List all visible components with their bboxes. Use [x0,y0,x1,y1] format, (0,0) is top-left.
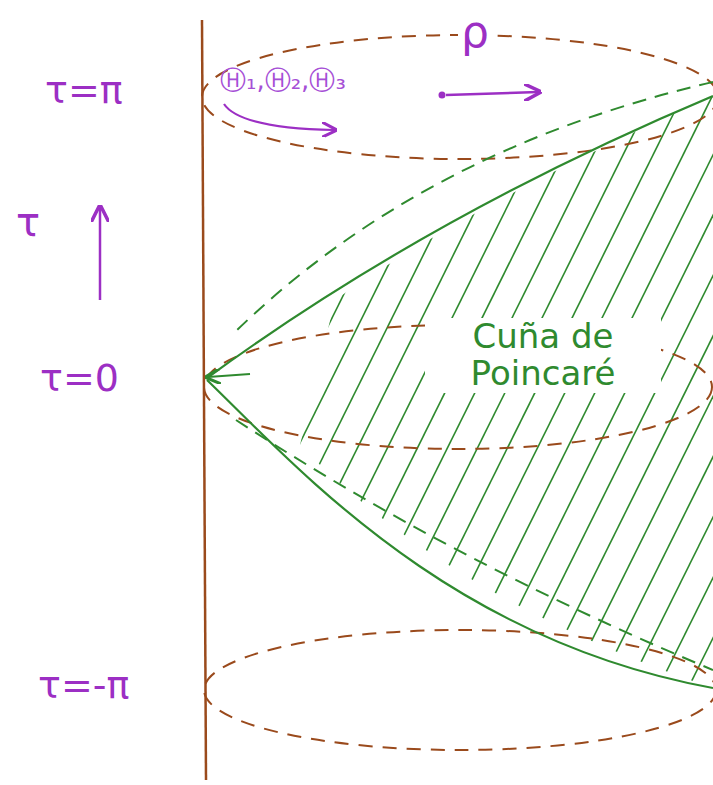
wedge-front-lower [207,380,713,688]
hatch-line [280,0,670,785]
hatch-line [340,0,713,785]
hatch-line [0,0,220,785]
slice-time-label: τ=0 [40,358,119,400]
rho-origin-dot [439,92,446,99]
cylinder-boundary [202,20,206,780]
hatch-line [0,0,250,785]
axis-label: ρ [458,8,492,56]
wedge-back-lower [236,420,713,670]
slice-time-label: τ=-π [38,665,129,707]
axis-label: τ [16,200,40,244]
operator-insertions: Ⓗ₁,Ⓗ₂,Ⓗ₃ [220,66,346,95]
hatch-line [0,0,340,785]
hatch-line [310,0,700,785]
slice-time-label: τ=π [45,70,123,112]
operator-arrow [224,104,334,130]
hatch-line [0,0,190,785]
apex-arrow [208,374,250,377]
hatch-line [0,0,280,785]
rho-arrow [446,92,538,95]
hatch-line [400,0,713,785]
slice-bottom [204,630,713,750]
wedge-back-upper [232,82,713,335]
tau-arrow [99,208,102,300]
region-label: Cuña de Poincaré [425,318,661,393]
hatch-line [0,0,310,785]
hatch-line [0,0,370,785]
